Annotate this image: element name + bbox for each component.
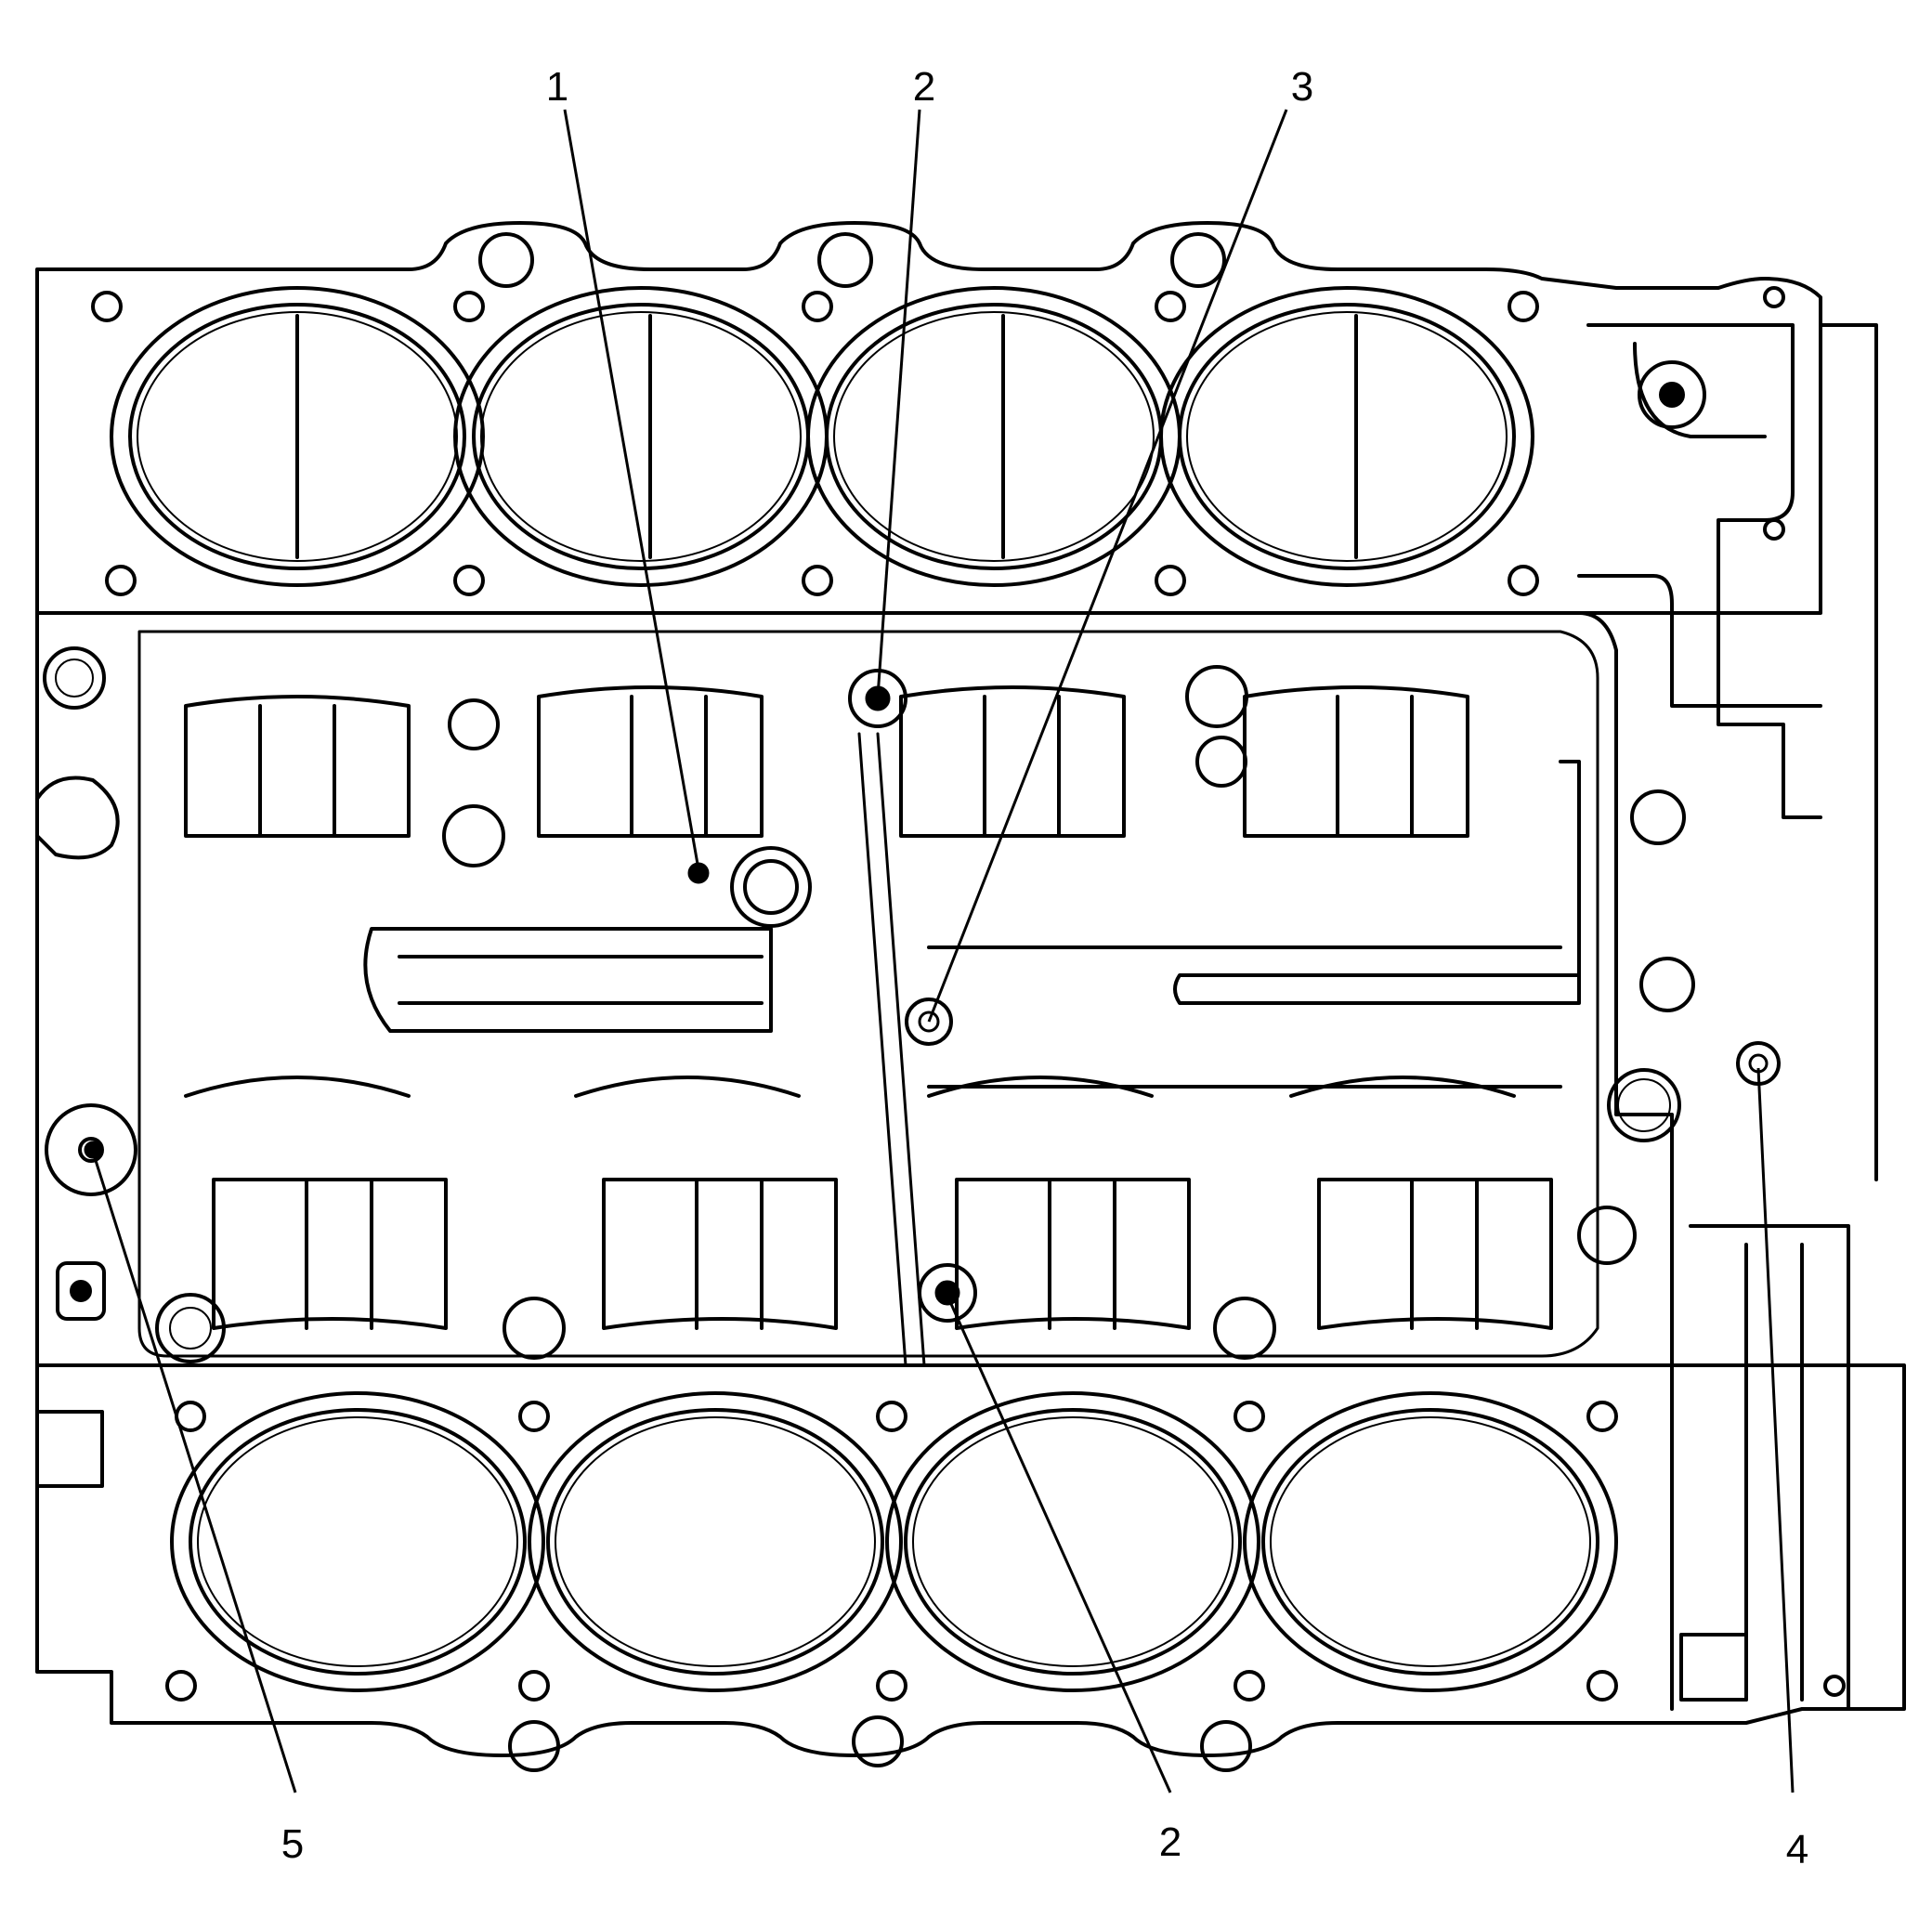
callout-4: 4 (1786, 1827, 1808, 1872)
lower-bore-3 (885, 1391, 1260, 1692)
rear-structure (35, 1224, 1850, 1711)
leader-3 (927, 109, 1288, 1023)
callout-2-top: 2 (913, 64, 935, 110)
upper-bore-1-inner (128, 303, 466, 570)
leader-5 (91, 1151, 297, 1793)
leader-1 (563, 109, 700, 870)
leader-2b (946, 1295, 1172, 1793)
lower-cylinder-bores (170, 1391, 1618, 1692)
callout-3: 3 (1291, 64, 1313, 110)
upper-bore-3 (806, 286, 1181, 587)
upper-bolt-holes (91, 232, 1539, 596)
lower-bore-4 (1243, 1391, 1618, 1692)
oil-galleries (363, 760, 1581, 1089)
diagonal-oil-passage (857, 732, 926, 1367)
callout-2-bottom: 2 (1159, 1819, 1181, 1865)
timing-bolt (1638, 360, 1706, 429)
timing-cover-area (1577, 286, 1878, 1181)
upper-bulkheads (184, 685, 1469, 838)
lower-bore-2 (528, 1391, 903, 1692)
front-oil-plug (730, 846, 812, 928)
crankcase-outline (35, 611, 1674, 1367)
callout-5: 5 (281, 1821, 304, 1867)
upper-bore-1 (110, 286, 485, 587)
valley-bosses (35, 646, 1695, 1363)
lower-bulkheads (184, 1076, 1553, 1330)
upper-bore-4 (1159, 286, 1534, 587)
lower-deck-outline (35, 1363, 1906, 1757)
lower-bolt-holes (165, 1401, 1846, 1772)
upper-cylinder-bores (110, 286, 1534, 587)
lower-bore-1 (170, 1391, 545, 1692)
upper-deck-outline (35, 221, 1822, 615)
callout-1: 1 (546, 64, 568, 110)
callout-leaders (84, 109, 1795, 1793)
leader-2a (876, 109, 921, 698)
oil-drain-port (45, 1103, 137, 1196)
callout-labels: 1 2 3 2 4 5 (281, 64, 1808, 1872)
leader-4 (1756, 1067, 1795, 1793)
